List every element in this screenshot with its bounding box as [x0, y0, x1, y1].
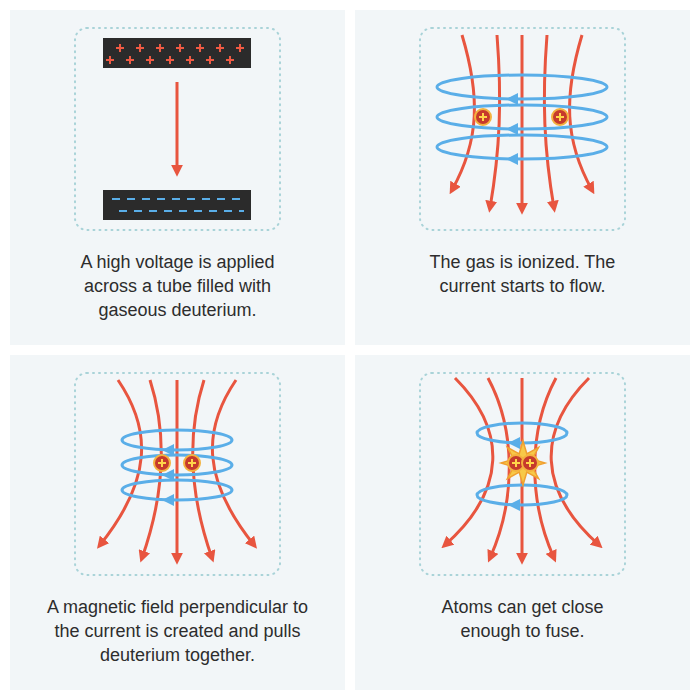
step-panel: The gas is ionized. The current starts t…: [355, 10, 690, 345]
step-caption: A magnetic field perpendicular to the cu…: [47, 595, 309, 667]
step-caption: A high voltage is applied across a tube …: [63, 250, 293, 322]
step-caption: Atoms can get close enough to fuse.: [423, 595, 623, 643]
step-panel: A high voltage is applied across a tube …: [10, 10, 345, 345]
step-caption: The gas is ionized. The current starts t…: [415, 250, 630, 298]
step-panel: A magnetic field perpendicular to the cu…: [10, 355, 345, 690]
step-panel: Atoms can get close enough to fuse.: [355, 355, 690, 690]
